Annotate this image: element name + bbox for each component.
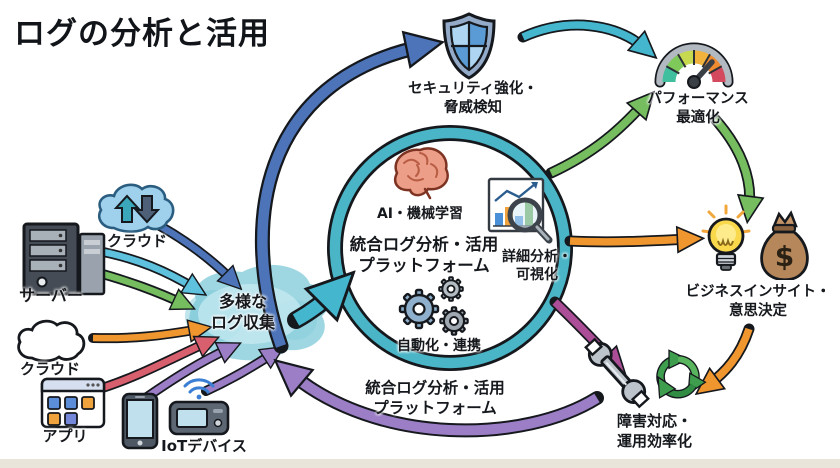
label-platform-name: 統合ログ分析・活用 プラットフォーム bbox=[349, 235, 499, 276]
label-operations: 障害対応・ 運用効率化 bbox=[616, 412, 692, 450]
arrow-cloudtop-to-collection bbox=[155, 221, 233, 281]
money-bag-icon: $ bbox=[760, 210, 809, 280]
cloud-upload-download-icon bbox=[97, 183, 175, 233]
iot-device-icon bbox=[168, 378, 230, 436]
arrow-collection-to-platform bbox=[287, 289, 337, 329]
arrow-performance-to-business bbox=[709, 113, 750, 209]
server-icon bbox=[22, 222, 106, 296]
page-title: ログの分析と活用 bbox=[14, 16, 270, 52]
arrow-collection-to-security bbox=[254, 46, 424, 354]
label-ai-ml: AI・機械学習 bbox=[376, 206, 464, 222]
label-cloud-top: クラウド bbox=[106, 232, 167, 250]
label-cloud-bottom: クラウド bbox=[19, 360, 80, 378]
label-app: アプリ bbox=[42, 427, 88, 445]
brain-icon bbox=[393, 147, 449, 200]
arrow-operations-to-collection-loop bbox=[289, 372, 604, 438]
wrench-icon bbox=[584, 337, 650, 409]
gears-icon bbox=[398, 276, 469, 336]
label-server: サーバー bbox=[19, 286, 83, 305]
arrow-security-to-performance bbox=[517, 19, 646, 49]
label-iot: IoTデバイス bbox=[161, 437, 247, 455]
label-business: ビジネスインサイト・ 意思決定 bbox=[685, 284, 831, 319]
gauge-icon bbox=[654, 42, 734, 89]
arrow-server-to-collection-cyan bbox=[88, 245, 196, 289]
label-loop-platform: 統合ログ分析・活用 プラットフォーム bbox=[365, 379, 505, 418]
label-log-collection: 多様な ログ収集 bbox=[210, 292, 275, 332]
label-automation: 自動化・連携 bbox=[397, 338, 481, 354]
arrow-cloudbottom-to-collection bbox=[88, 329, 200, 344]
lightbulb-icon bbox=[701, 204, 751, 271]
dollar-sign: $ bbox=[775, 240, 794, 273]
chart-magnifier-icon bbox=[487, 177, 553, 244]
paper-edge bbox=[0, 459, 840, 468]
app-window-icon bbox=[40, 377, 106, 429]
label-security: セキュリティ強化・ 脅威検知 bbox=[408, 81, 538, 116]
label-performance: パフォーマンス 最適化 bbox=[647, 91, 749, 126]
arrow-phone-to-collection bbox=[142, 348, 230, 402]
arrow-platform-to-business bbox=[564, 239, 690, 242]
shield-icon bbox=[442, 12, 496, 80]
arrow-app-to-collection bbox=[91, 342, 208, 395]
arrow-business-to-operations bbox=[707, 323, 755, 386]
recycle-icon bbox=[656, 340, 711, 408]
wifi-icon bbox=[183, 378, 215, 394]
label-detail-analysis: 詳細分析・ 可視化 bbox=[502, 249, 572, 284]
arrow-iot-to-collection bbox=[201, 353, 274, 396]
smartphone-icon bbox=[121, 392, 159, 450]
arrow-platform-to-performance bbox=[545, 102, 645, 179]
cloud-icon bbox=[17, 319, 86, 363]
